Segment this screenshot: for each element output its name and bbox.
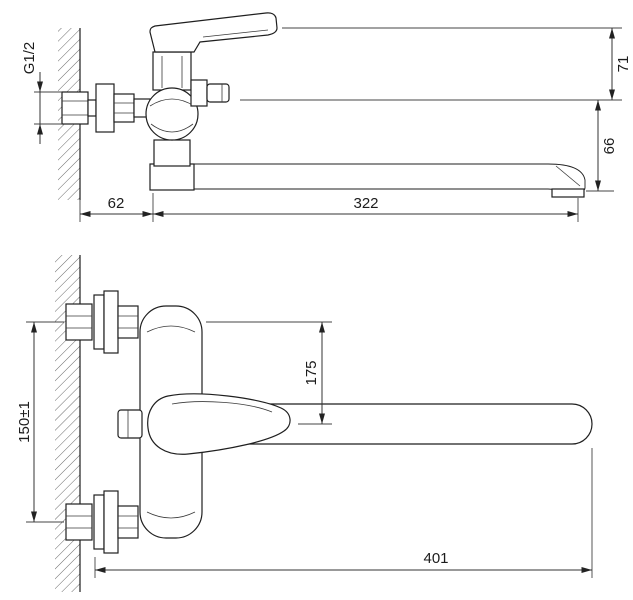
dimension-71-66: 71 66 bbox=[240, 27, 632, 192]
handle-height-label: 71 bbox=[615, 56, 632, 73]
overall-length-label: 401 bbox=[423, 550, 448, 567]
lever-handle-top bbox=[149, 12, 278, 53]
connector-nut bbox=[113, 93, 135, 123]
spout-reach-label: 322 bbox=[353, 195, 378, 212]
body-base bbox=[149, 163, 195, 191]
spout-drop-label: 66 bbox=[601, 138, 618, 155]
inlet-assembly-top bbox=[61, 83, 151, 133]
spout-top bbox=[194, 163, 586, 198]
mount-spacing-label: 150±1 bbox=[16, 401, 33, 443]
spout-height-label: 175 bbox=[303, 360, 320, 385]
handle-outline bbox=[149, 12, 278, 53]
front-view: 175 150±1 401 bbox=[16, 255, 593, 592]
spout-tip bbox=[547, 163, 586, 192]
inlet-nut bbox=[61, 91, 89, 125]
lever-handle-front bbox=[147, 393, 291, 455]
mount-assembly-top bbox=[65, 290, 139, 354]
dimension-150: 150±1 bbox=[16, 321, 64, 523]
mount-connector bbox=[117, 505, 139, 539]
dimension-175: 175 bbox=[206, 321, 332, 425]
top-view: G1/2 71 66 62 322 bbox=[21, 12, 632, 222]
mount-connector bbox=[117, 305, 139, 339]
diverter-knob-top bbox=[190, 79, 230, 107]
mount-nut bbox=[65, 303, 93, 341]
body-upper bbox=[152, 51, 192, 91]
spout-front bbox=[201, 403, 593, 445]
dimension-401: 401 bbox=[94, 448, 593, 578]
body-lower bbox=[153, 139, 191, 167]
dimension-62-322: 62 322 bbox=[79, 193, 579, 222]
thread-label: G1/2 bbox=[21, 42, 38, 75]
handle-outline bbox=[147, 393, 291, 455]
mount-assembly-bottom bbox=[65, 490, 139, 554]
dimension-thread: G1/2 bbox=[21, 42, 62, 144]
faucet-body-top bbox=[145, 51, 199, 191]
escutcheon bbox=[103, 290, 119, 354]
diverter-knob-front bbox=[117, 409, 143, 439]
mount-nut bbox=[65, 503, 93, 541]
cartridge-dome bbox=[145, 87, 199, 141]
escutcheon-top-view bbox=[95, 83, 115, 133]
escutcheon bbox=[103, 490, 119, 554]
wall-offset-label: 62 bbox=[108, 195, 125, 212]
aerator bbox=[551, 188, 585, 198]
inlet-pipe bbox=[87, 99, 97, 117]
